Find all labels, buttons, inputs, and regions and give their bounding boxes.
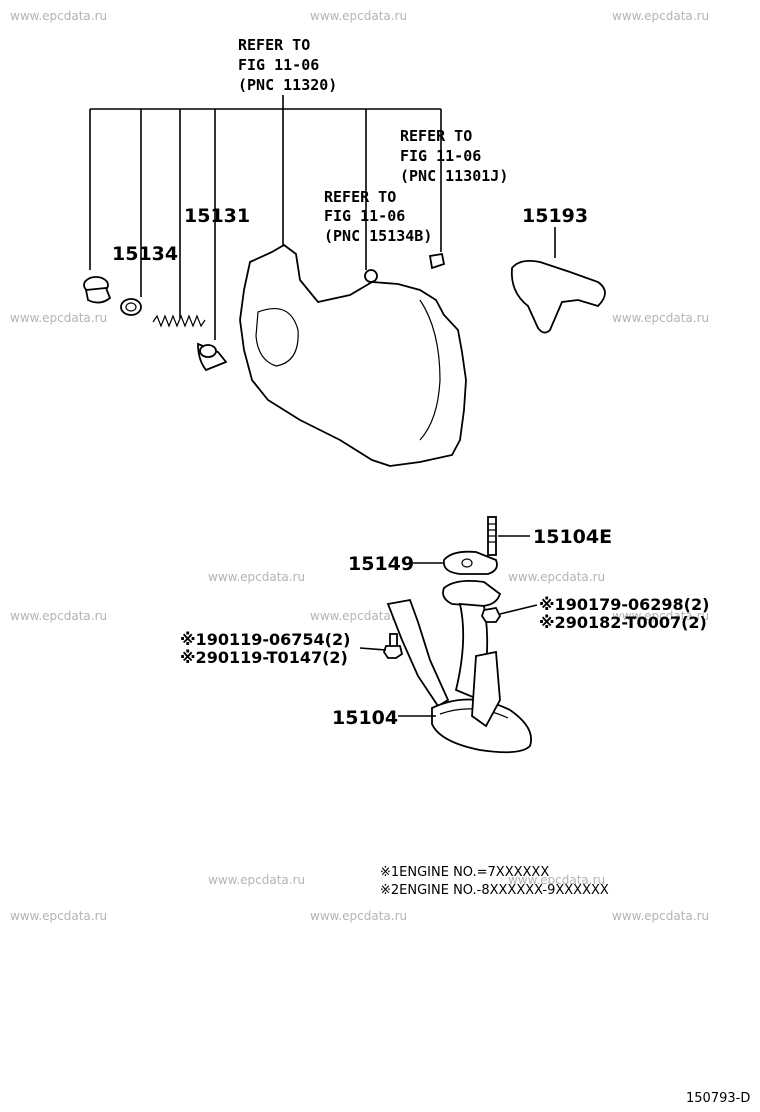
part-number-15104: 15104: [332, 707, 398, 729]
engine-note-type1: ※1ENGINE NO.=7XXXXXX: [380, 865, 549, 880]
reference-line: REFER TO: [400, 127, 472, 145]
watermark: www.epcdata.ru: [208, 873, 305, 887]
part-number-bolt-type1: ※190119-06754(2): [180, 630, 350, 649]
watermark: www.epcdata.ru: [208, 570, 305, 584]
reference-line: REFER TO: [324, 188, 396, 206]
gasket-ring-illustration: [120, 298, 142, 316]
part-number-nut-type2: ※290182-T0007(2): [539, 613, 707, 632]
engine-note-type2: ※2ENGINE NO.-8XXXXXX-9XXXXXX: [380, 883, 609, 898]
drain-plug-illustration: [83, 276, 112, 304]
oil-pump-gasket-illustration: [510, 259, 606, 334]
reference-line: (PNC 11301J): [400, 167, 508, 185]
watermark: www.epcdata.ru: [310, 609, 407, 623]
nut-illustration: [481, 607, 502, 623]
watermark: www.epcdata.ru: [10, 909, 107, 923]
relief-valve-illustration: [197, 342, 228, 372]
reference-15134b: REFER TO FIG 11-06 (PNC 15134B): [324, 188, 432, 245]
stud-bolt-illustration: [487, 516, 497, 556]
strainer-gasket-illustration: [442, 550, 498, 575]
watermark: www.epcdata.ru: [612, 909, 709, 923]
reference-11320: REFER TO FIG 11-06 (PNC 11320): [238, 36, 337, 94]
figure-code: 150793-D: [686, 1091, 750, 1106]
watermark: www.epcdata.ru: [10, 9, 107, 23]
relief-spring-illustration: [152, 314, 206, 328]
part-number-15104e: 15104E: [533, 526, 612, 548]
reference-11301j: REFER TO FIG 11-06 (PNC 11301J): [400, 127, 508, 185]
watermark: www.epcdata.ru: [612, 311, 709, 325]
watermarks: www.epcdata.ru www.epcdata.ru www.epcdat…: [10, 9, 709, 923]
leader-lines-upper: [89, 95, 556, 340]
part-number-15131: 15131: [184, 205, 250, 227]
leader-line-bolt: [359, 647, 387, 651]
reference-line: FIG 11-06: [324, 207, 405, 225]
oil-strainer-illustration: [386, 579, 532, 754]
watermark: www.epcdata.ru: [310, 9, 407, 23]
reference-line: FIG 11-06: [238, 56, 319, 74]
part-number-15193: 15193: [522, 205, 588, 227]
watermark: www.epcdata.ru: [612, 609, 709, 623]
part-number-15149: 15149: [348, 553, 414, 575]
bolt-illustration: [383, 633, 404, 659]
watermark: www.epcdata.ru: [10, 609, 107, 623]
oil-pump-cover-illustration: [239, 243, 467, 467]
reference-line: REFER TO: [238, 36, 310, 54]
watermark: www.epcdata.ru: [612, 9, 709, 23]
part-number-nut-type1: ※190179-06298(2): [539, 595, 709, 614]
watermark: www.epcdata.ru: [10, 311, 107, 325]
part-number-15134: 15134: [112, 243, 178, 265]
watermark: www.epcdata.ru: [310, 909, 407, 923]
leader-line-nut: [499, 604, 538, 615]
reference-line: (PNC 15134B): [324, 227, 432, 245]
watermark: www.epcdata.ru: [508, 570, 605, 584]
watermark: www.epcdata.ru: [508, 873, 605, 887]
reference-line: (PNC 11320): [238, 76, 337, 94]
part-number-bolt-type2: ※290119-T0147(2): [180, 648, 348, 667]
